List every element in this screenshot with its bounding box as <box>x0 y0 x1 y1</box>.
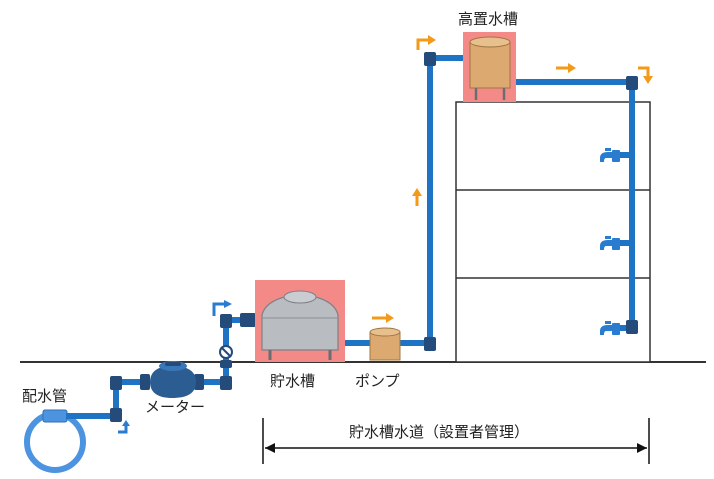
label-pump: ポンプ <box>355 372 400 390</box>
label-meter: メーター <box>145 398 205 416</box>
elevated-tank <box>463 32 516 102</box>
storage-tank <box>255 280 345 362</box>
flow-arrow-icon <box>416 35 436 50</box>
pipe-main-to-meter <box>66 379 148 419</box>
building <box>455 101 651 363</box>
flow-arrow-icon <box>372 313 394 323</box>
flow-arrow-icon <box>556 63 576 73</box>
distribution-pipe <box>24 409 86 473</box>
faucet-icon <box>600 321 620 335</box>
pump <box>369 327 401 361</box>
flow-arrow-icon <box>412 188 422 206</box>
faucet-icon <box>600 236 620 250</box>
pipe-joints <box>110 52 638 422</box>
water-meter-icon <box>140 361 204 398</box>
flow-arrow-icon <box>638 66 653 84</box>
valve-icon <box>219 345 233 368</box>
label-distribution-pipe: 配水管 <box>22 387 67 405</box>
flow-arrow-icon <box>118 420 130 434</box>
label-system-span: 貯水槽水道（設置者管理） <box>349 423 529 441</box>
system-span-indicator <box>262 418 650 464</box>
pipe-pump-to-elevated-tank <box>398 55 464 346</box>
flow-arrow-icon <box>212 300 232 316</box>
label-storage-tank: 貯水槽 <box>270 372 315 390</box>
faucet-icon <box>600 148 620 162</box>
label-elevated-tank: 高置水槽 <box>458 10 518 28</box>
